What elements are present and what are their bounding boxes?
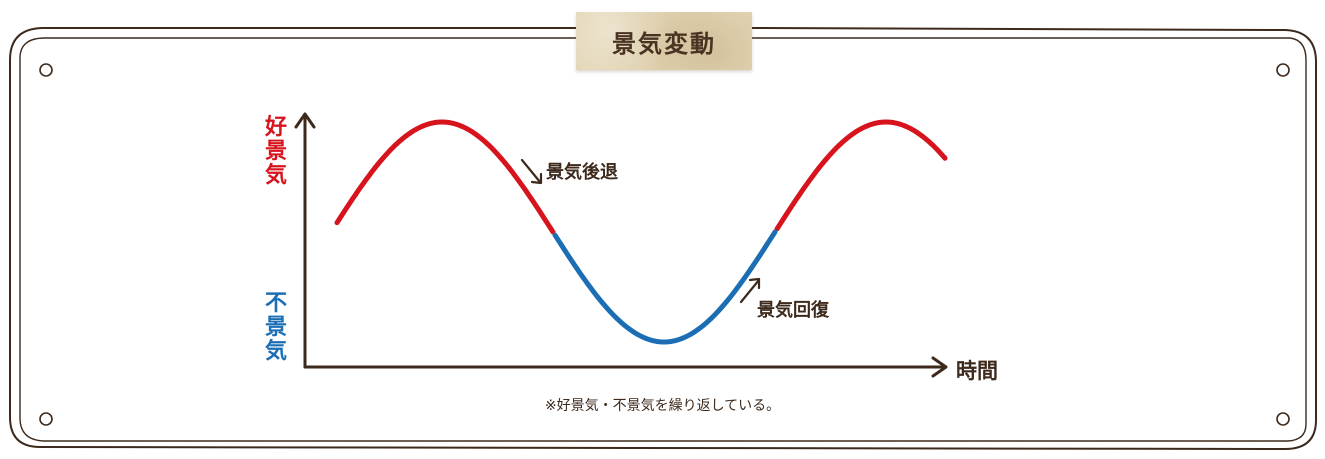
diagram-title: 景気変動 <box>612 29 716 58</box>
frame-inner-line <box>19 37 1307 442</box>
wave-boom-segment <box>334 119 948 235</box>
screw-icon-top-left <box>39 63 53 77</box>
recession-label: 景気後退 <box>546 162 618 183</box>
recession-arrow-icon <box>520 158 543 185</box>
wave-bust-segment <box>552 229 778 345</box>
frame-outer-line <box>9 27 1317 451</box>
boom-label: 好景気 <box>261 116 291 188</box>
title-tag: 景気変動 <box>576 12 752 70</box>
screw-icon-bottom-right <box>1276 412 1290 426</box>
y-axis-arrowhead <box>294 112 316 129</box>
screw-icon-top-right <box>1276 63 1290 77</box>
screw-icon-bottom-left <box>39 412 53 426</box>
x-axis-arrowhead <box>931 356 948 378</box>
recovery-arrow-icon <box>739 277 761 304</box>
footnote: ※好景気・不景気を繰り返している。 <box>544 398 781 414</box>
recovery-label: 景気回復 <box>757 300 829 321</box>
x-axis-label: 時間 <box>956 359 998 383</box>
boom-label-text: 好景気 <box>264 115 287 188</box>
bust-label-text: 不景気 <box>264 291 287 364</box>
bust-label: 不景気 <box>261 292 291 364</box>
